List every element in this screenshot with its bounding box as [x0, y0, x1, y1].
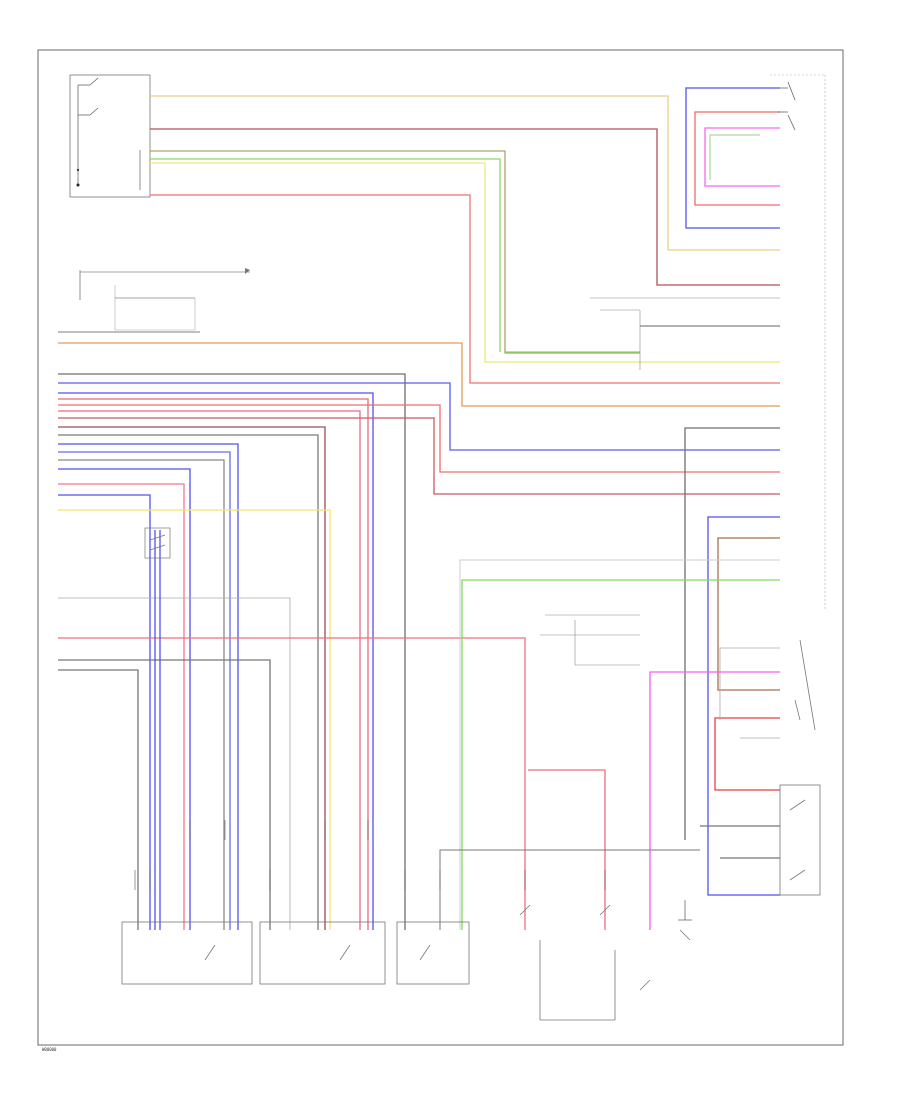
wire-gray-h20 — [58, 669, 139, 930]
top-left-switch-assembly — [69, 74, 151, 198]
wire-pink-h14 — [58, 483, 185, 930]
ground-symbol — [678, 900, 692, 921]
wire-gray-h9 — [58, 434, 319, 930]
middle-left-switch — [79, 268, 250, 331]
wire-gray-h1 — [58, 373, 406, 930]
wire-red-h6 — [58, 410, 361, 930]
connector-ticks — [134, 820, 606, 890]
wire-blue-h11 — [58, 451, 231, 930]
wire-red-h4 — [58, 398, 369, 930]
middle-relay — [540, 614, 640, 666]
lower-right-switch-assembly — [779, 639, 821, 896]
wire-blue-h2 — [58, 382, 780, 451]
wire-yellow-top — [150, 95, 780, 251]
wire-olive-top — [150, 150, 640, 354]
wire-gray-lower — [439, 849, 700, 930]
wire-gray-h12 — [58, 459, 225, 930]
left-harness-wires — [58, 373, 780, 930]
module-right — [396, 921, 470, 985]
wire-red-h5 — [58, 404, 780, 473]
right-top-switch-area — [685, 74, 826, 610]
wire-darkred-h8 — [58, 426, 326, 930]
top-left-switch-box — [69, 74, 151, 198]
wire-darkred-top — [150, 128, 780, 286]
relay-box — [590, 297, 780, 370]
left-junction-component — [144, 527, 171, 559]
wire-red-top — [150, 194, 780, 384]
wire-gray-h19 — [58, 659, 271, 930]
wire-blue-h15 — [58, 494, 151, 930]
wire-gray-h17 — [58, 597, 291, 930]
wire-blue-h10 — [58, 443, 239, 930]
wire-blue-h13 — [58, 468, 191, 930]
wire-blue-h3 — [58, 392, 374, 930]
wire-green-top — [150, 158, 501, 352]
wire-orange-mid — [58, 342, 780, 407]
diagram-frame — [37, 49, 844, 1046]
module-center — [259, 921, 386, 985]
wire-red-h18 — [58, 637, 526, 930]
wire-yellow-h16 — [58, 509, 331, 930]
top-wire-bundle — [58, 95, 780, 407]
right-side-wires — [459, 427, 780, 930]
wire-red-h7 — [58, 417, 780, 495]
wire-yellow2-top — [150, 162, 780, 363]
module-left — [121, 921, 253, 985]
footer-code: W00000 — [42, 1047, 57, 1052]
bottom-modules — [121, 904, 691, 1021]
